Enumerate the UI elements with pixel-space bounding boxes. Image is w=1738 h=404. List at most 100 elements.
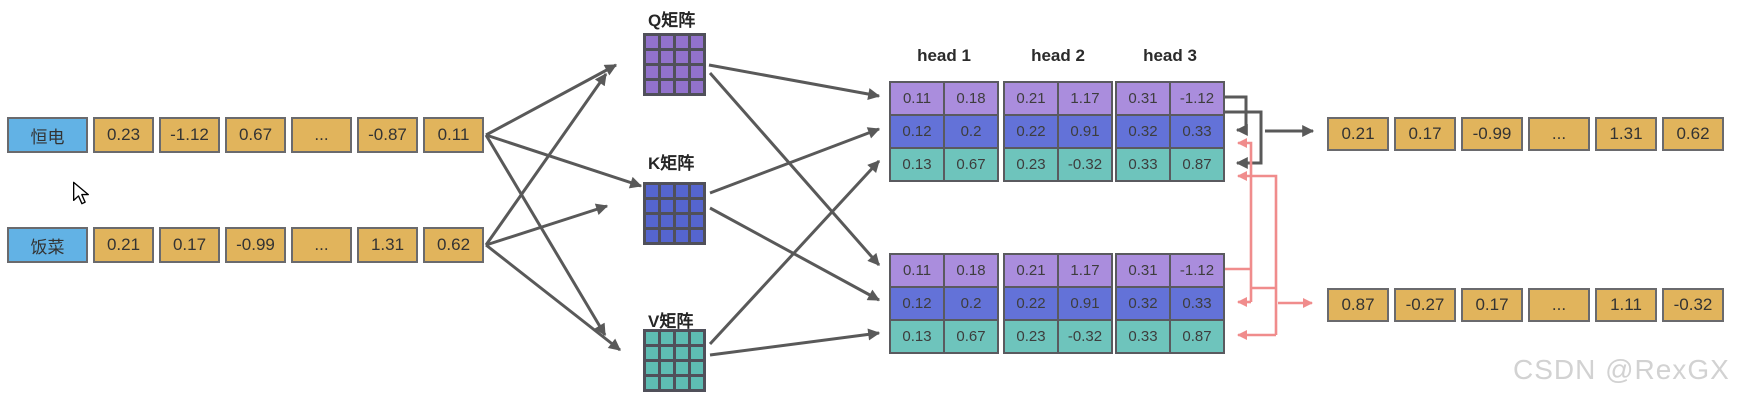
head-table-cell: 0.33 [1117, 149, 1169, 180]
k-matrix-label: K矩阵 [648, 154, 695, 173]
head-table-cell: 0.87 [1171, 149, 1223, 180]
matrix-weight-cell [646, 230, 658, 242]
matrix-weight-cell [676, 362, 688, 374]
head-table-cell: -1.12 [1171, 83, 1223, 114]
head-table-cell: -1.12 [1171, 255, 1223, 286]
matrix-weight-cell [646, 66, 658, 78]
head-table-cell: 0.18 [945, 255, 997, 286]
head-table-cell: 0.21 [1005, 83, 1057, 114]
matrix-weight-cell [676, 200, 688, 212]
matrix-weight-cell [661, 36, 673, 48]
head-table-cell: -0.32 [1059, 149, 1111, 180]
head-table-cell: 0.2 [945, 116, 997, 147]
matrix-weight-cell [676, 185, 688, 197]
matrix-weight-cell [691, 215, 703, 227]
matrix-weight-cell [691, 36, 703, 48]
output-value-cell: 0.17 [1461, 288, 1523, 322]
head-table-cell: -0.32 [1059, 321, 1111, 352]
embedding-value-cell: ... [291, 117, 352, 153]
matrix-weight-cell [691, 81, 703, 93]
matrix-weight-cell [691, 347, 703, 359]
head1-label: head 1 [917, 46, 971, 65]
head-table-cell: 0.12 [891, 288, 943, 319]
head-table-cell: 0.87 [1171, 321, 1223, 352]
matrix-weight-cell [646, 185, 658, 197]
head-table-cell: 1.17 [1059, 83, 1111, 114]
head-table-cell: 0.32 [1117, 288, 1169, 319]
mouse-cursor [72, 181, 89, 205]
head-table-cell: 0.22 [1005, 116, 1057, 147]
token2-attention-connectors [1225, 138, 1313, 340]
matrix-weight-cell [676, 215, 688, 227]
output-value-cell: -0.99 [1461, 117, 1523, 151]
embedding-value-cell: 0.67 [225, 117, 286, 153]
matrix-weight-cell [646, 332, 658, 344]
token1-attention-connectors [1225, 95, 1315, 169]
matrix-weight-cell [661, 215, 673, 227]
embedding-value-cell: 0.11 [423, 117, 484, 153]
matrix-weight-cell [661, 347, 673, 359]
matrix-weight-cell [676, 51, 688, 63]
v-matrix-label: V矩阵 [648, 312, 694, 331]
matrix-weight-cell [676, 377, 688, 389]
matrix-weight-cell [691, 66, 703, 78]
embedding-value-cell: 0.17 [159, 227, 220, 263]
head3-label: head 3 [1143, 46, 1197, 65]
matrix-weight-cell [661, 230, 673, 242]
matrix-weight-cell [676, 230, 688, 242]
output-value-cell: 0.87 [1327, 288, 1389, 322]
head2-label: head 2 [1031, 46, 1085, 65]
v-matrix-grid [643, 329, 706, 392]
head-table-cell: 0.32 [1117, 116, 1169, 147]
head-table-cell: 0.22 [1005, 288, 1057, 319]
k-matrix-grid [643, 182, 706, 245]
head-table-cell: 0.33 [1117, 321, 1169, 352]
matrix-weight-cell [691, 362, 703, 374]
output-value-cell: -0.27 [1394, 288, 1456, 322]
head-table-cell: 0.12 [891, 116, 943, 147]
matrix-weight-cell [661, 332, 673, 344]
head-table-cell: 0.13 [891, 321, 943, 352]
output-value-cell: 0.17 [1394, 117, 1456, 151]
matrix-weight-cell [646, 362, 658, 374]
matrix-weight-cell [691, 230, 703, 242]
matrix-weight-cell [661, 362, 673, 374]
head-table-cell: 0.23 [1005, 149, 1057, 180]
head-table-cell: 0.33 [1171, 288, 1223, 319]
embedding-value-cell: ... [291, 227, 352, 263]
matrix-weight-cell [691, 51, 703, 63]
matrix-weight-cell [691, 377, 703, 389]
matrix-weight-cell [646, 377, 658, 389]
embedding-value-cell: -0.99 [225, 227, 286, 263]
head-table-cell: 0.33 [1171, 116, 1223, 147]
q-matrix-grid [643, 33, 706, 96]
output-value-cell: 0.21 [1327, 117, 1389, 151]
embedding-value-cell: 0.62 [423, 227, 484, 263]
output-value-cell: ... [1528, 117, 1590, 151]
matrix-weight-cell [691, 332, 703, 344]
head-table-cell: 0.13 [891, 149, 943, 180]
head-table-cell: 0.91 [1059, 288, 1111, 319]
embedding-value-cell: -0.87 [357, 117, 418, 153]
matrix-weight-cell [676, 332, 688, 344]
matrix-weight-cell [661, 377, 673, 389]
watermark-text: CSDN @RexGX [1513, 354, 1730, 385]
embedding-value-cell: 1.31 [357, 227, 418, 263]
matrix-weight-cell [646, 215, 658, 227]
matrix-weight-cell [661, 66, 673, 78]
matrix-weight-cell [661, 200, 673, 212]
